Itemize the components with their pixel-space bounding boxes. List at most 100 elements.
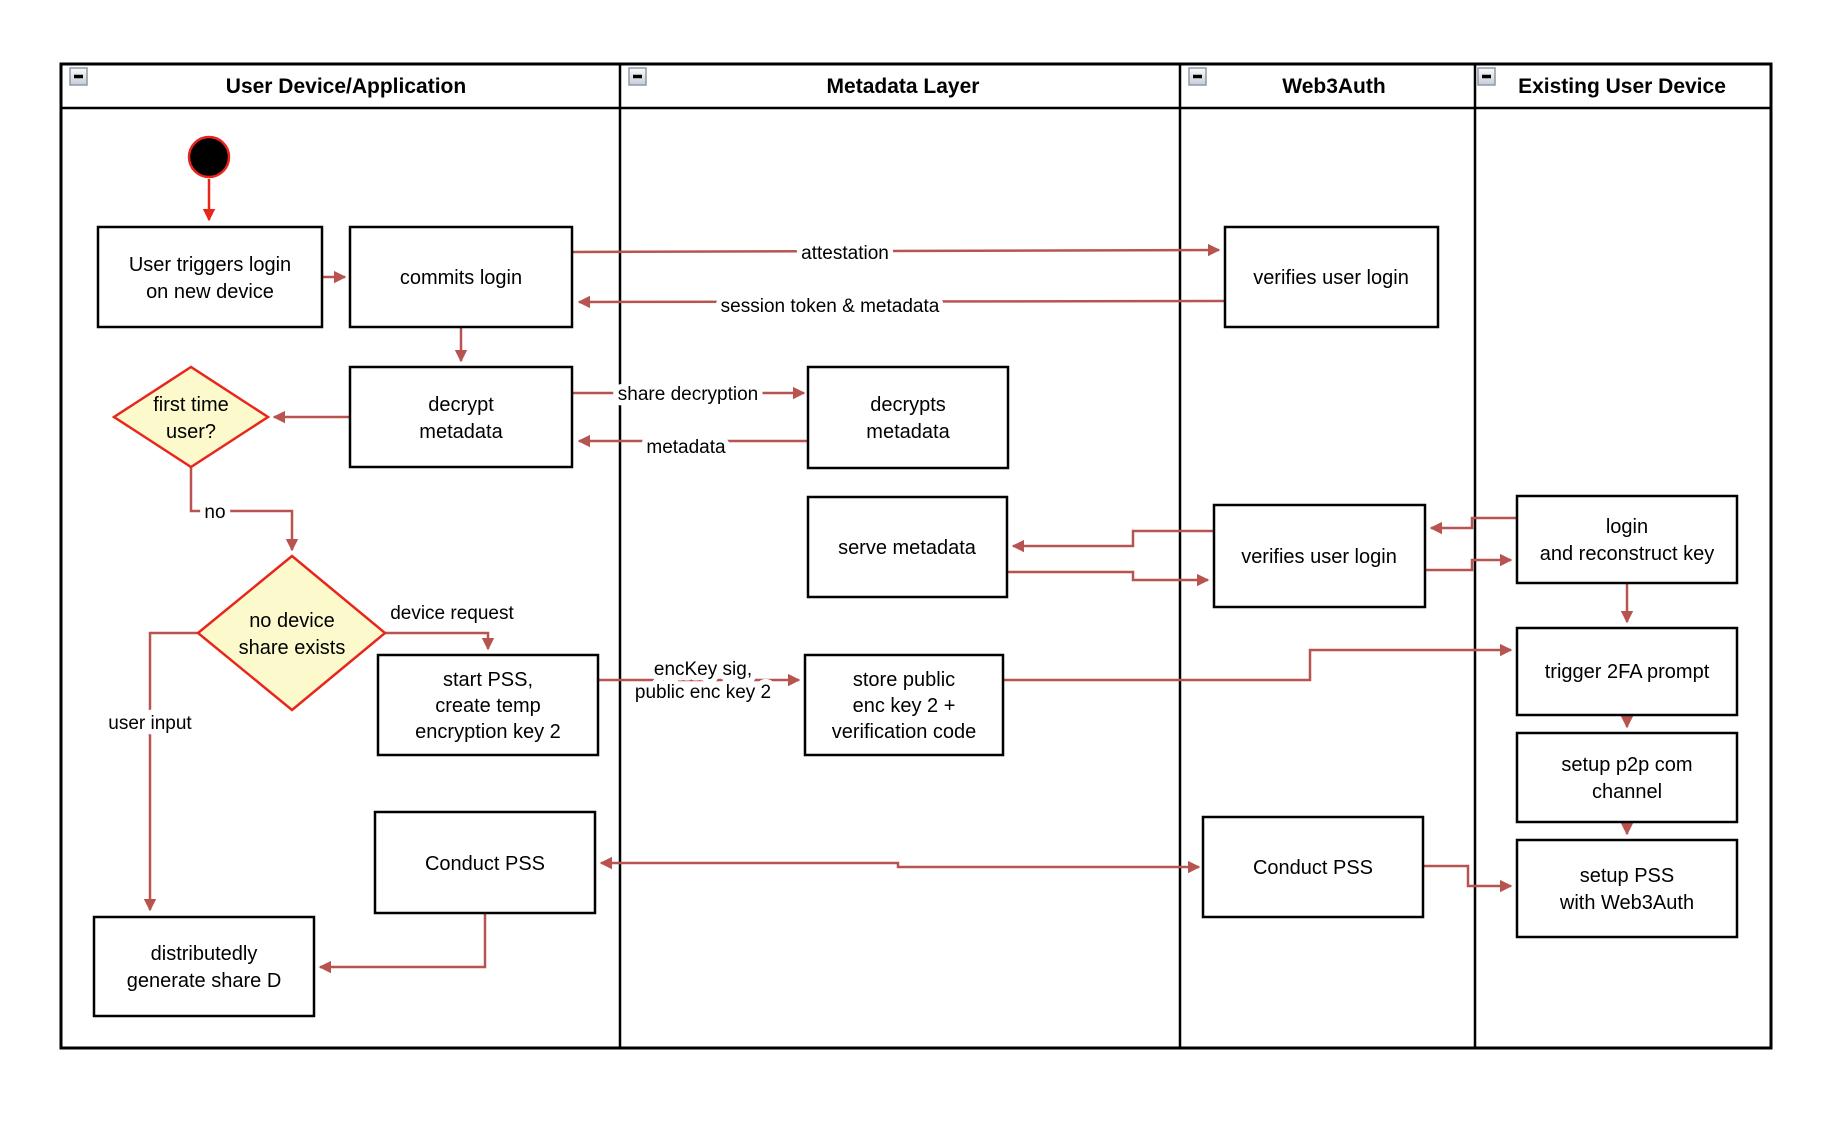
- decision-no-device-share-line1: no device: [249, 610, 335, 632]
- edge-attestation: [571, 243, 1221, 257]
- node-setup-pss-box: [1515, 838, 1739, 939]
- node-start-pss: start PSS, create temp encryption key 2: [376, 653, 600, 757]
- node-user-triggers-line1: User triggers login: [129, 254, 291, 276]
- node-decrypt-metadata: decrypt metadata: [348, 365, 574, 469]
- node-start-pss-line3: encryption key 2: [415, 721, 561, 743]
- edge-label-metadata: metadata: [646, 437, 726, 458]
- node-commits-login-line1: commits login: [400, 267, 522, 289]
- edge-label-attestation: attestation: [801, 243, 889, 264]
- node-generate-share-d-line1: distributedly: [151, 943, 258, 965]
- edge-no-branch: [189, 467, 299, 552]
- edge-login-to-verifies: [1429, 516, 1517, 535]
- node-store-public-line3: verification code: [832, 721, 977, 743]
- lane-header-web3auth: Web3Auth: [1188, 67, 1386, 98]
- node-decrypt-metadata-line1: decrypt: [428, 394, 494, 416]
- node-setup-p2p-line1: setup p2p com: [1561, 754, 1692, 776]
- node-conduct-pss-w3a-box: [1201, 815, 1425, 919]
- collapse-lane-icon[interactable]: [1477, 67, 1496, 86]
- node-verifies-login-mid-line1: verifies user login: [1241, 546, 1397, 568]
- edge-verifies-to-serve: [1011, 529, 1214, 553]
- edge-verifies-to-login: [1425, 553, 1513, 572]
- node-verifies-login-mid-box: [1212, 503, 1427, 609]
- node-trigger-2fa-box: [1515, 626, 1739, 717]
- node-decrypts-metadata-line2: metadata: [866, 421, 950, 443]
- node-serve-metadata-box: [806, 495, 1009, 599]
- edge-label-share-decryption: share decryption: [618, 384, 758, 405]
- decision-first-time-user-line1: first time: [153, 394, 229, 416]
- node-user-triggers-line2: on new device: [146, 281, 274, 303]
- edge-label-no: no: [204, 502, 225, 523]
- node-store-public: store public enc key 2 + verification co…: [803, 653, 1005, 757]
- decision-first-time-user: first time user?: [111, 365, 271, 469]
- node-verifies-login-top-box: [1223, 225, 1440, 329]
- node-login-reconstruct-box: [1515, 494, 1739, 585]
- pool-border: [59, 62, 1773, 1050]
- collapse-lane-icon[interactable]: [69, 67, 88, 86]
- node-generate-share-d: distributedly generate share D: [92, 915, 316, 1018]
- node-commits-login-box: [348, 225, 574, 329]
- lane-title-existing-device: Existing User Device: [1518, 75, 1726, 98]
- node-generate-share-d-box: [92, 915, 316, 1018]
- node-decrypts-metadata-line1: decrypts: [870, 394, 946, 416]
- node-setup-p2p: setup p2p com channel: [1515, 731, 1739, 824]
- lane-header-user-device: User Device/Application: [69, 67, 466, 98]
- node-start-pss-line1: start PSS,: [443, 669, 533, 691]
- node-decrypt-metadata-line2: metadata: [419, 421, 503, 443]
- node-decrypts-metadata-box: [806, 365, 1010, 470]
- node-setup-pss-line2: with Web3Auth: [1559, 892, 1694, 914]
- node-commits-login: commits login: [348, 225, 574, 329]
- node-trigger-2fa-line1: trigger 2FA prompt: [1545, 661, 1710, 683]
- node-store-public-line2: enc key 2 +: [853, 695, 956, 717]
- edge-label-enckey-line1: encKey sig,: [654, 659, 752, 680]
- edge-conduct-to-generate-share: [318, 913, 487, 974]
- collapse-lane-icon[interactable]: [1188, 67, 1207, 86]
- node-verifies-login-mid: verifies user login: [1212, 503, 1427, 609]
- edges: [143, 179, 1634, 974]
- node-login-reconstruct: login and reconstruct key: [1515, 494, 1739, 585]
- node-store-public-box: [803, 653, 1005, 757]
- node-start-pss-line2: create temp: [435, 695, 541, 717]
- decision-first-time-user-shape: [111, 365, 271, 469]
- node-setup-p2p-box: [1515, 731, 1739, 824]
- node-verifies-login-top-line1: verifies user login: [1253, 267, 1409, 289]
- node-conduct-pss-user: Conduct PSS: [373, 810, 597, 915]
- edge-label-enckey-line2: public enc key 2: [635, 682, 771, 703]
- node-setup-pss-line1: setup PSS: [1580, 865, 1675, 887]
- edge-conduct-to-setup-pss: [1423, 864, 1513, 893]
- node-conduct-pss-user-box: [373, 810, 597, 915]
- decision-no-device-share: no device share exists: [196, 554, 387, 712]
- edge-serve-to-verifies: [1007, 570, 1210, 587]
- node-decrypt-metadata-box: [348, 365, 574, 469]
- lane-header-existing-device: Existing User Device: [1477, 67, 1726, 98]
- node-login-reconstruct-line2: and reconstruct key: [1540, 543, 1715, 565]
- edge-label-device-request: device request: [390, 603, 514, 624]
- edge-user-input: [143, 631, 198, 912]
- node-trigger-2fa: trigger 2FA prompt: [1515, 626, 1739, 717]
- node-serve-metadata: serve metadata: [806, 495, 1009, 599]
- lane-header-metadata-layer: Metadata Layer: [628, 67, 980, 98]
- collapse-lane-icon[interactable]: [628, 67, 647, 86]
- node-setup-p2p-line2: channel: [1592, 781, 1662, 803]
- node-setup-pss: setup PSS with Web3Auth: [1515, 838, 1739, 939]
- node-conduct-pss-w3a-line1: Conduct PSS: [1253, 857, 1373, 879]
- node-verifies-login-top: verifies user login: [1223, 225, 1440, 329]
- node-user-triggers: User triggers login on new device: [96, 225, 324, 329]
- node-decrypts-metadata: decrypts metadata: [806, 365, 1010, 470]
- edge-store-to-trigger-2fa: [1003, 643, 1513, 682]
- node-serve-metadata-line1: serve metadata: [838, 537, 977, 559]
- node-generate-share-d-line2: generate share D: [127, 970, 282, 992]
- lane-title-user-device: User Device/Application: [226, 75, 466, 98]
- node-store-public-line1: store public: [853, 669, 955, 691]
- lane-title-metadata-layer: Metadata Layer: [827, 75, 980, 98]
- lane-title-web3auth: Web3Auth: [1282, 75, 1385, 98]
- decision-no-device-share-line2: share exists: [239, 637, 346, 659]
- start-node: [187, 135, 231, 179]
- node-conduct-pss-user-line1: Conduct PSS: [425, 853, 545, 875]
- node-conduct-pss-w3a: Conduct PSS: [1201, 815, 1425, 919]
- node-start-pss-box: [376, 653, 600, 757]
- edge-label-session-token: session token & metadata: [721, 296, 940, 317]
- edge-label-user-input: user input: [108, 713, 192, 734]
- pool-frame: [59, 62, 1773, 1050]
